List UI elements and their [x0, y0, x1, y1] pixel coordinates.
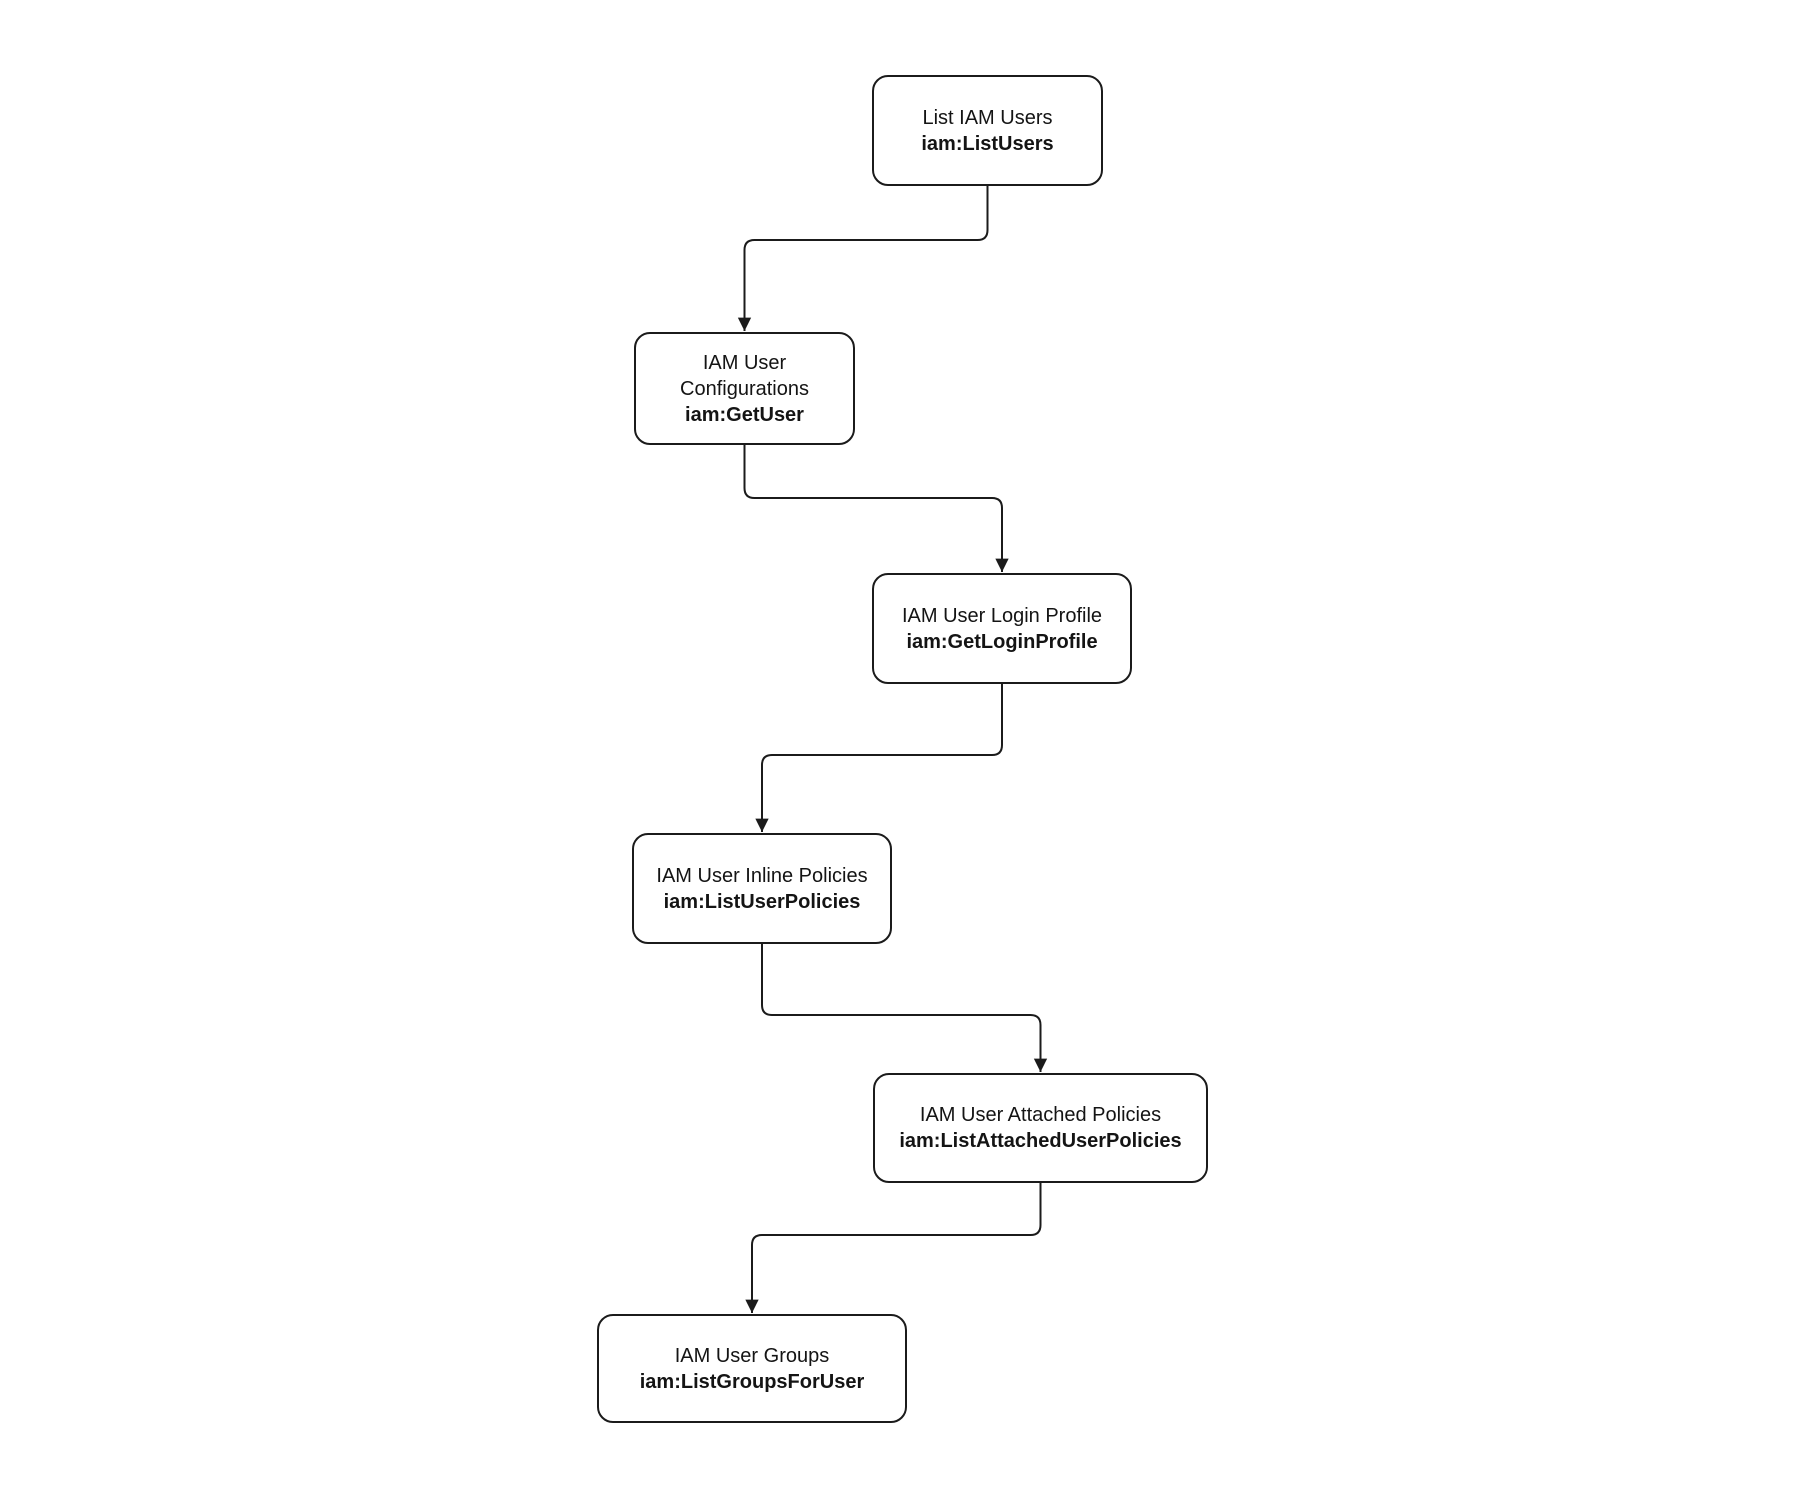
node-iam-user-login-profile: IAM User Login Profile iam:GetLoginProfi… — [872, 573, 1132, 684]
edge-iam-user-attached-policies-to-iam-user-groups — [745, 1183, 1042, 1313]
node-iam-user-configurations: IAM User Configurations iam:GetUser — [634, 332, 855, 445]
edge-iam-user-inline-policies-to-iam-user-attached-policies — [761, 944, 1048, 1072]
node-list-iam-users: List IAM Users iam:ListUsers — [872, 75, 1103, 186]
edge-iam-user-configurations-to-iam-user-login-profile — [743, 445, 1009, 572]
edge-list-iam-users-to-iam-user-configurations — [737, 186, 989, 331]
node-iam-user-groups: IAM User Groups iam:ListGroupsForUser — [597, 1314, 907, 1423]
node-iam-user-inline-policies: IAM User Inline Policies iam:ListUserPol… — [632, 833, 892, 944]
node-iam-user-attached-policies: IAM User Attached Policies iam:ListAttac… — [873, 1073, 1208, 1183]
edge-iam-user-login-profile-to-iam-user-inline-policies — [755, 684, 1003, 832]
